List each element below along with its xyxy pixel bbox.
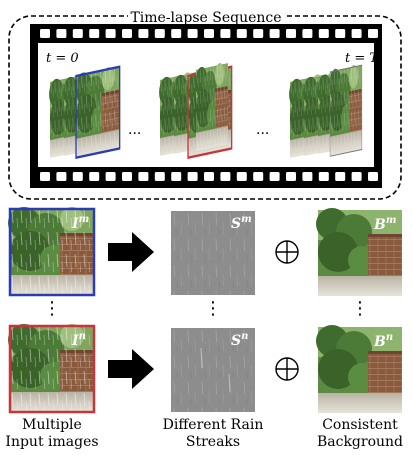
- input-label-m: Im: [71, 214, 89, 232]
- caption-background: Consistent Background: [300, 417, 412, 451]
- film-perforation: [56, 172, 67, 181]
- film-perforation: [40, 172, 50, 181]
- film-perforation: [171, 172, 182, 181]
- streak-label-m: Sm: [231, 214, 252, 232]
- film-perforation: [351, 29, 362, 38]
- film-perforation: [351, 172, 362, 181]
- film-perforation: [220, 172, 231, 181]
- film-perforation: [236, 29, 247, 38]
- film-perforation: [253, 29, 264, 38]
- arrow-right-icon: [108, 349, 154, 389]
- film-perforation: [187, 29, 198, 38]
- input-label-n: In: [71, 331, 86, 349]
- end-time-label: t = T: [345, 51, 379, 66]
- background-label-m: Bm: [373, 215, 396, 233]
- first-frame-highlight: [75, 65, 121, 160]
- film-perforation: [302, 172, 313, 181]
- frame-stack-end: [289, 63, 363, 158]
- film-perforation: [122, 172, 132, 181]
- ellipsis-inputs: ⋮: [43, 298, 61, 319]
- film-perforation: [138, 172, 149, 181]
- film-perforations-top: [40, 29, 378, 38]
- film-perforation: [154, 172, 165, 181]
- film-perforation: [269, 29, 280, 38]
- film-perforation: [236, 172, 247, 181]
- film-perforation: [335, 172, 346, 181]
- rain-streaks-m: Sm: [171, 211, 255, 295]
- film-perforation: [204, 29, 214, 38]
- film-perforation: [154, 29, 165, 38]
- film-perforation: [335, 29, 346, 38]
- sequence-title: Time-lapse Sequence: [130, 10, 281, 26]
- time-lapse-sequence: Time-lapse Sequence t = 0 t = T ...: [8, 8, 402, 200]
- film-perforation: [204, 172, 214, 181]
- film-perforation: [56, 29, 67, 38]
- streak-label-n: Sn: [231, 331, 248, 349]
- background-n: Bn: [316, 325, 402, 413]
- ellipsis-sequence-1: ...: [128, 122, 141, 138]
- caption-input-images: Multiple Input images: [0, 417, 112, 451]
- film-perforation: [187, 172, 198, 181]
- ellipsis-backgrounds: ⋮: [351, 298, 369, 319]
- caption-rain-streaks: Different Rain Streaks: [153, 417, 273, 451]
- film-perforation: [318, 29, 329, 38]
- film-perforation: [89, 172, 100, 181]
- film-perforation: [302, 29, 313, 38]
- ellipsis-streaks: ⋮: [204, 298, 222, 319]
- film-perforation: [368, 29, 378, 38]
- caption-input-line-2: Input images: [5, 434, 99, 450]
- input-image-m: Im: [8, 207, 96, 297]
- film-perforation: [253, 172, 264, 181]
- film-perforation: [368, 172, 378, 181]
- film-perforation: [138, 29, 149, 38]
- row-n: In Sn Bn: [8, 324, 402, 414]
- film-perforation: [318, 172, 329, 181]
- ellipsis-sequence-2: ...: [256, 122, 269, 138]
- sequence-frame: [8, 15, 402, 200]
- frame-stack-start: [49, 64, 121, 160]
- film-perforation: [72, 172, 83, 181]
- film-perforation: [171, 29, 182, 38]
- background-label-n: Bn: [373, 332, 393, 350]
- input-image-n: In: [8, 324, 96, 414]
- film-perforation: [269, 172, 280, 181]
- film-perforation: [105, 29, 116, 38]
- film-perforation: [40, 29, 50, 38]
- caption-streaks-line-2: Streaks: [185, 434, 241, 450]
- film-perforation: [72, 29, 83, 38]
- film-perforation: [286, 172, 296, 181]
- start-time-label: t = 0: [46, 51, 79, 66]
- row-m: Im Sm Bm: [8, 207, 402, 297]
- plus-circle-icon: [275, 240, 299, 264]
- background-m: Bm: [316, 208, 402, 296]
- plus-circle-icon: [275, 357, 299, 381]
- caption-input-line-1: Multiple: [22, 417, 82, 433]
- film-perforation: [286, 29, 296, 38]
- caption-background-line-1: Consistent: [322, 417, 398, 433]
- caption-background-line-2: Background: [316, 434, 404, 450]
- frame-stack-middle: [159, 61, 233, 160]
- film-perforation: [220, 29, 231, 38]
- film-perforations-bottom: [40, 172, 378, 181]
- film-perforation: [122, 29, 132, 38]
- caption-streaks-line-1: Different Rain: [162, 417, 264, 433]
- film-perforation: [105, 172, 116, 181]
- rain-streaks-n: Sn: [171, 328, 255, 412]
- film-perforation: [89, 29, 100, 38]
- arrow-right-icon: [108, 232, 154, 272]
